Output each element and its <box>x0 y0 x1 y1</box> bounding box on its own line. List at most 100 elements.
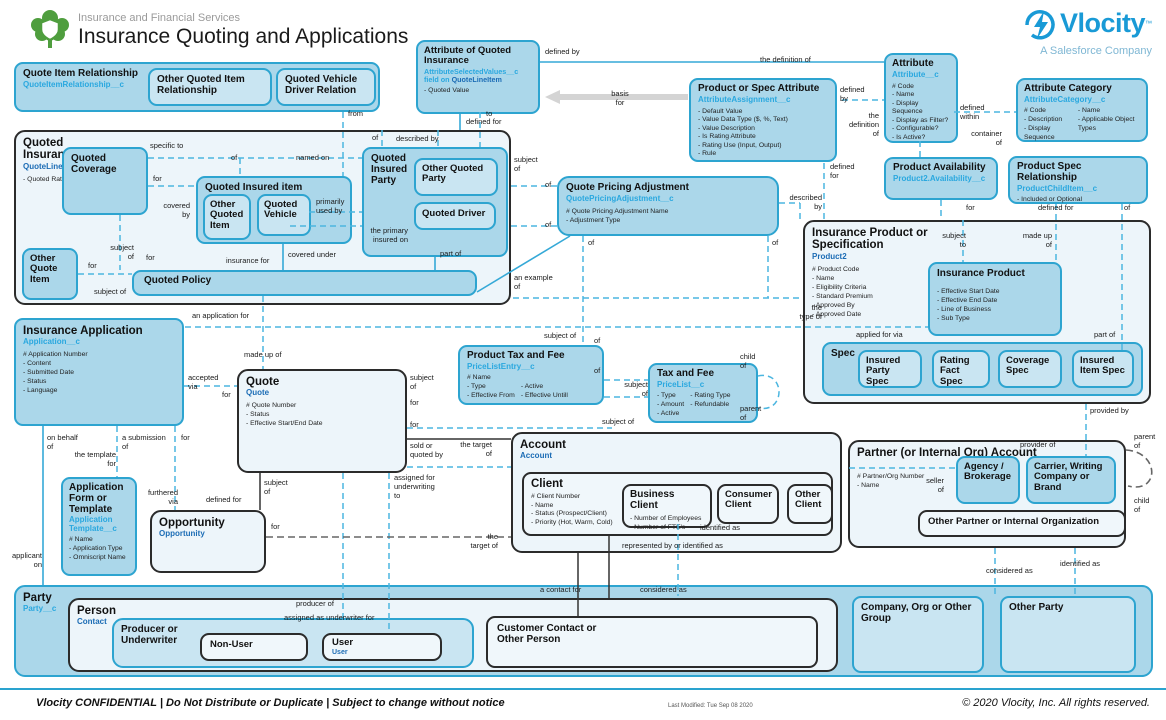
entity-title: Carrier, Writing Company or Brand <box>1034 461 1103 493</box>
entity-quoted-policy: Quoted Policy <box>132 270 477 296</box>
entity-fields: # Quote Pricing Adjustment Name - Adjust… <box>566 207 669 224</box>
entity-quote: Quote Quote # Quote Number - Status - Ef… <box>237 369 407 473</box>
relationship-label: subject of <box>110 243 134 261</box>
arrowhead <box>545 90 560 104</box>
relationship-label: the primary insured on <box>370 226 408 244</box>
relationship-label: producer of <box>296 599 334 608</box>
entity-quoted-driver: Quoted Driver <box>414 202 496 230</box>
entity-title: Insurance Product or Specification <box>812 227 928 252</box>
entity-sub: PriceListEntry__c <box>467 361 535 371</box>
entity-title: Spec <box>831 348 855 359</box>
relationship-label: provider of <box>1020 440 1056 449</box>
relationship-label: the definition of <box>848 111 879 138</box>
entity-sub: QuotePricingAdjustment__c <box>566 193 674 203</box>
relationship-label: the target of <box>460 440 492 458</box>
entity-insurance-product: Insurance Product - Effective Start Date… <box>928 262 1062 336</box>
entity-sub: Product2.Availability__c <box>893 173 986 183</box>
entity-sub2: QuoteLineItem <box>451 74 502 84</box>
entity-title: Quote Item Relationship <box>23 68 139 79</box>
entity-fields: - Rating Type - Refundable <box>690 391 731 408</box>
entity-title: Application Form or Template <box>69 482 124 515</box>
entity-title: Rating Fact Spec <box>940 355 970 387</box>
entity-fields: - Active - Effective Untill <box>520 382 568 399</box>
brand-tagline: A Salesforce Company <box>1040 45 1152 58</box>
entity-quoted-coverage: Quoted Coverage <box>62 147 148 215</box>
entity-title: Agency / Brokerage <box>964 461 1011 483</box>
entity-fields: # Code - Description - Display Sequence <box>1024 106 1063 141</box>
entity-other-quoted-party: Other Quoted Party <box>414 158 498 196</box>
entity-title: Account <box>520 439 566 451</box>
entity-sub: Product2 <box>812 251 847 261</box>
relationship-label: of <box>231 153 238 162</box>
entity-fields: - Type - Amount - Active <box>657 391 685 417</box>
connector-arc <box>757 374 780 410</box>
entity-fields: # Name - Application Type - Omniscript N… <box>69 536 126 562</box>
brand-name: Vlocity <box>1059 8 1146 38</box>
relationship-label: represented by or identified as <box>622 541 723 550</box>
relationship-label: defined within <box>960 103 985 121</box>
relationship-label: considered as <box>986 566 1033 575</box>
entity-insured-party-spec: Insured Party Spec <box>858 350 922 388</box>
relationship-label: accepted via <box>188 373 219 391</box>
entity-sub: User <box>332 649 348 657</box>
entity-other-client: Other Client <box>787 484 833 524</box>
entity-title: Insured Party Spec <box>866 355 901 387</box>
relationship-label: assigned as underwriter for <box>284 613 375 622</box>
entity-title: Quoted Insured item <box>205 182 303 193</box>
entity-title: Quote Pricing Adjustment <box>566 182 689 193</box>
entity-sub: AttributeAssignment__c <box>698 94 791 104</box>
entity-product-or-spec-attribute: Product or Spec Attribute AttributeAssig… <box>689 78 837 162</box>
entity-title: Other Party <box>1009 602 1064 613</box>
entity-title: Quoted Policy <box>144 275 212 286</box>
entity-title: Client <box>531 478 563 490</box>
relationship-label: parent of <box>740 404 762 422</box>
relationship-label: an application for <box>192 311 250 320</box>
relationship-label: identified as <box>700 523 741 532</box>
header-suptitle: Insurance and Financial Services <box>78 12 241 24</box>
entity-other-quoted-item: Other Quoted Item <box>203 194 251 240</box>
relationship-label: subject of <box>94 287 127 296</box>
relationship-label: of <box>545 180 552 189</box>
relationship-label: child of <box>1134 496 1150 514</box>
entity-sub: Application__c <box>23 337 80 347</box>
relationship-label: an example of <box>514 273 553 291</box>
entity-title: Quoted Driver <box>422 208 486 219</box>
tree-shield-logo <box>31 10 69 48</box>
entity-title: Quoted Vehicle <box>264 199 298 221</box>
entity-fields: - Default Value - Value Data Type ($, %,… <box>698 107 788 158</box>
relationship-label: of <box>1124 203 1131 212</box>
relationship-label: part of <box>1094 330 1116 339</box>
relationship-label: for <box>88 261 97 270</box>
entity-attribute: Attribute Attribute__c # Code - Name - D… <box>884 53 958 143</box>
entity-fields: # Name - Type - Effective From <box>467 373 515 399</box>
relationship-label: subject of <box>624 380 648 398</box>
vlocity-brand: Vlocity™ A Salesforce Company <box>1020 8 1152 57</box>
relationship-label: of <box>372 133 379 142</box>
relationship-label: defined for <box>206 495 242 504</box>
relationship-label: covered by <box>163 201 190 219</box>
relationship-label: primarily used by <box>316 197 345 215</box>
relationship-label: described by <box>396 134 439 143</box>
entity-title: Quoted Vehicle Driver Relation <box>285 74 358 96</box>
relationship-label: sold or quoted by <box>410 441 443 459</box>
entity-application-form-or-template: Application Form or Template Application… <box>61 477 137 576</box>
relationship-label: of <box>545 220 552 229</box>
entity-title: Other Quote Item <box>30 253 58 285</box>
relationship-label: specific to <box>150 141 184 150</box>
entity-product-spec-relationship: Product Spec Relationship ProductChildIt… <box>1008 156 1148 204</box>
entity-sub: Contact <box>77 617 107 627</box>
entity-fields: - Quoted Rate <box>23 175 66 183</box>
entity-quoted-vehicle: Quoted Vehicle <box>257 194 311 236</box>
entity-title: Insurance Product <box>937 268 1025 279</box>
relationship-label: subject of <box>410 373 434 391</box>
entity-sub: Account <box>520 451 552 461</box>
relationship-label: applicant on <box>11 551 42 569</box>
entity-quoted-vehicle-driver-relation: Quoted Vehicle Driver Relation <box>276 68 376 106</box>
entity-fields: # Partner/Org Number - Name <box>857 473 925 490</box>
relationship-label: for <box>966 203 975 212</box>
entity-title: User <box>332 637 354 648</box>
entity-title: Quote <box>246 376 280 388</box>
relationship-label: subject of <box>544 331 577 340</box>
entity-other-partner-org: Other Partner or Internal Organization <box>918 510 1126 537</box>
relationship-label: assigned for underwriting to <box>394 473 435 500</box>
